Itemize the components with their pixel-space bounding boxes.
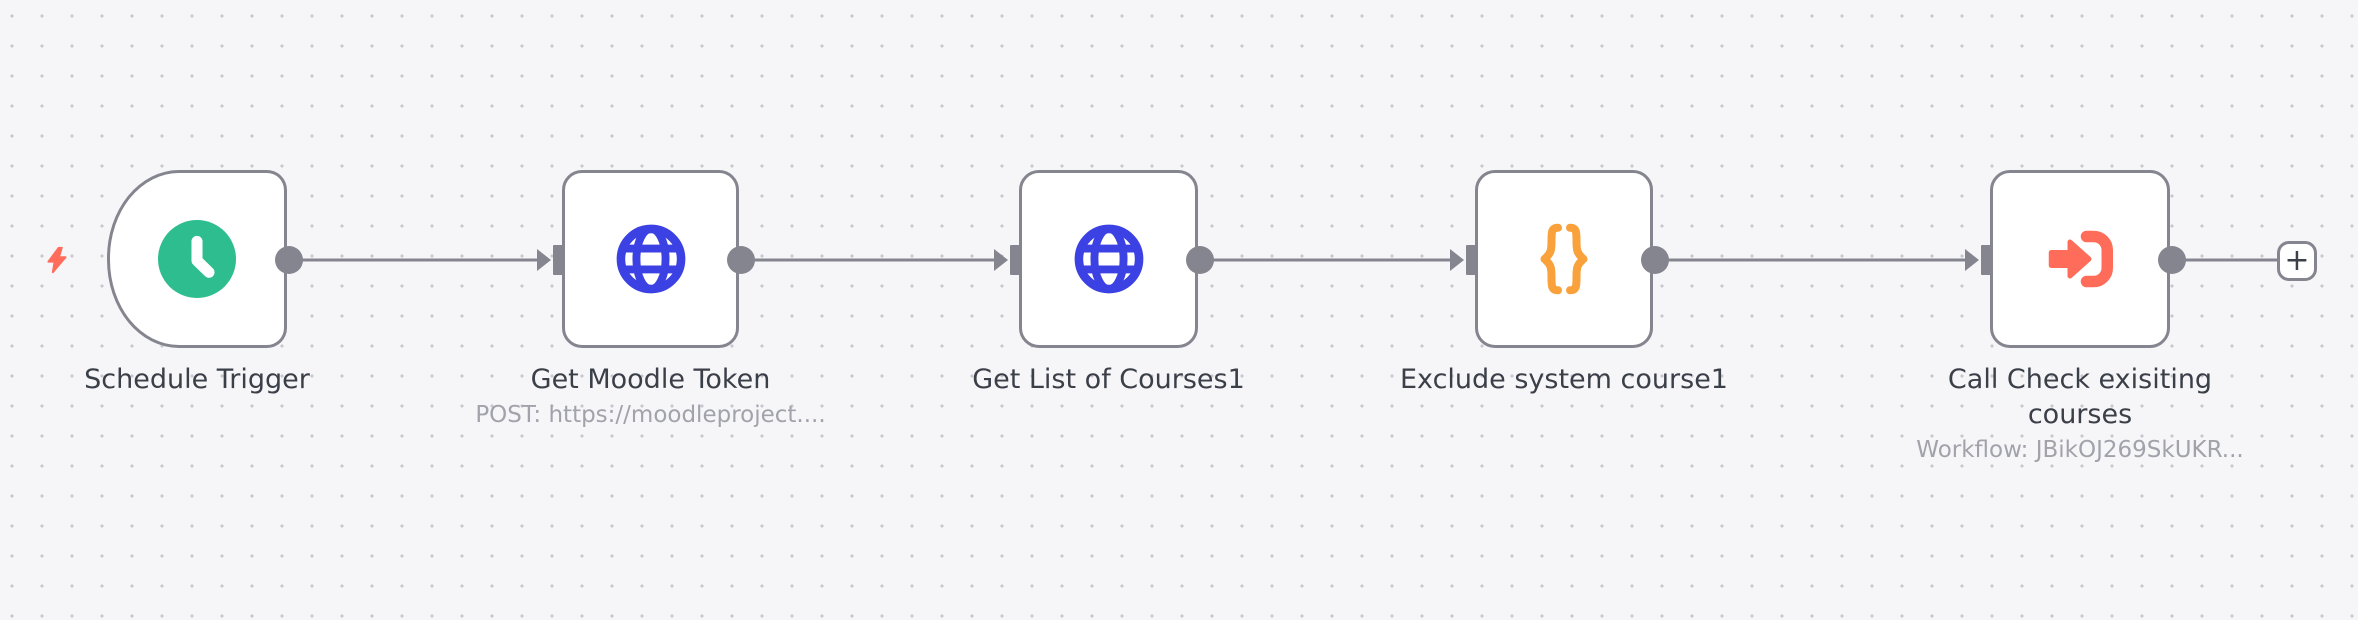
connection-5[interactable] xyxy=(2158,246,2279,274)
node-get-list-of-courses1[interactable]: Get List of Courses1 xyxy=(972,170,1245,395)
connection-4[interactable] xyxy=(1641,245,1991,275)
curly-braces-icon xyxy=(1540,223,1588,295)
node-title: Call Check exisiting courses xyxy=(1947,364,2213,430)
node-caption: Schedule Trigger xyxy=(0,362,467,397)
input-arrow xyxy=(537,249,551,271)
node-box[interactable] xyxy=(562,170,739,348)
globe-icon xyxy=(1074,224,1143,294)
node-caption: Exclude system course1 xyxy=(1294,362,1834,397)
arrow-into-bracket-icon xyxy=(2048,230,2113,288)
node-subtitle: POST: https://moodleproject.... xyxy=(475,402,826,428)
node-subtitle: Workflow: JBikOJ269SkUKR... xyxy=(1916,437,2244,463)
plus-icon: + xyxy=(2284,243,2310,278)
node-call-check-existing-courses[interactable]: Call Check exisiting courses Workflow: J… xyxy=(1916,170,2244,463)
node-title: Exclude system course1 xyxy=(1400,364,1728,395)
clock-icon xyxy=(158,220,236,298)
add-node-button[interactable]: + xyxy=(2277,241,2317,281)
connection-3[interactable] xyxy=(1186,245,1476,275)
node-exclude-system-course1[interactable]: Exclude system course1 xyxy=(1400,170,1728,395)
input-arrow xyxy=(994,249,1008,271)
node-caption: Call Check exisiting courses Workflow: J… xyxy=(1900,362,2260,464)
node-caption: Get List of Courses1 xyxy=(839,362,1379,397)
node-caption: Get Moodle Token POST: https://moodlepro… xyxy=(381,362,921,429)
node-box[interactable] xyxy=(1475,170,1653,348)
input-arrow xyxy=(1450,249,1464,271)
globe-icon xyxy=(616,224,685,294)
node-title: Schedule Trigger xyxy=(84,364,310,395)
node-title: Get List of Courses1 xyxy=(972,364,1245,395)
node-schedule-trigger[interactable]: Schedule Trigger xyxy=(84,170,310,395)
input-arrow xyxy=(1965,249,1979,271)
connection-1[interactable] xyxy=(275,245,563,275)
node-get-moodle-token[interactable]: Get Moodle Token POST: https://moodlepro… xyxy=(475,170,826,428)
connection-2[interactable] xyxy=(727,245,1020,275)
node-box[interactable] xyxy=(1990,170,2170,348)
node-title: Get Moodle Token xyxy=(530,364,771,395)
lightning-bolt-icon xyxy=(47,246,67,274)
node-box[interactable] xyxy=(1019,170,1198,348)
node-box[interactable] xyxy=(107,170,287,348)
